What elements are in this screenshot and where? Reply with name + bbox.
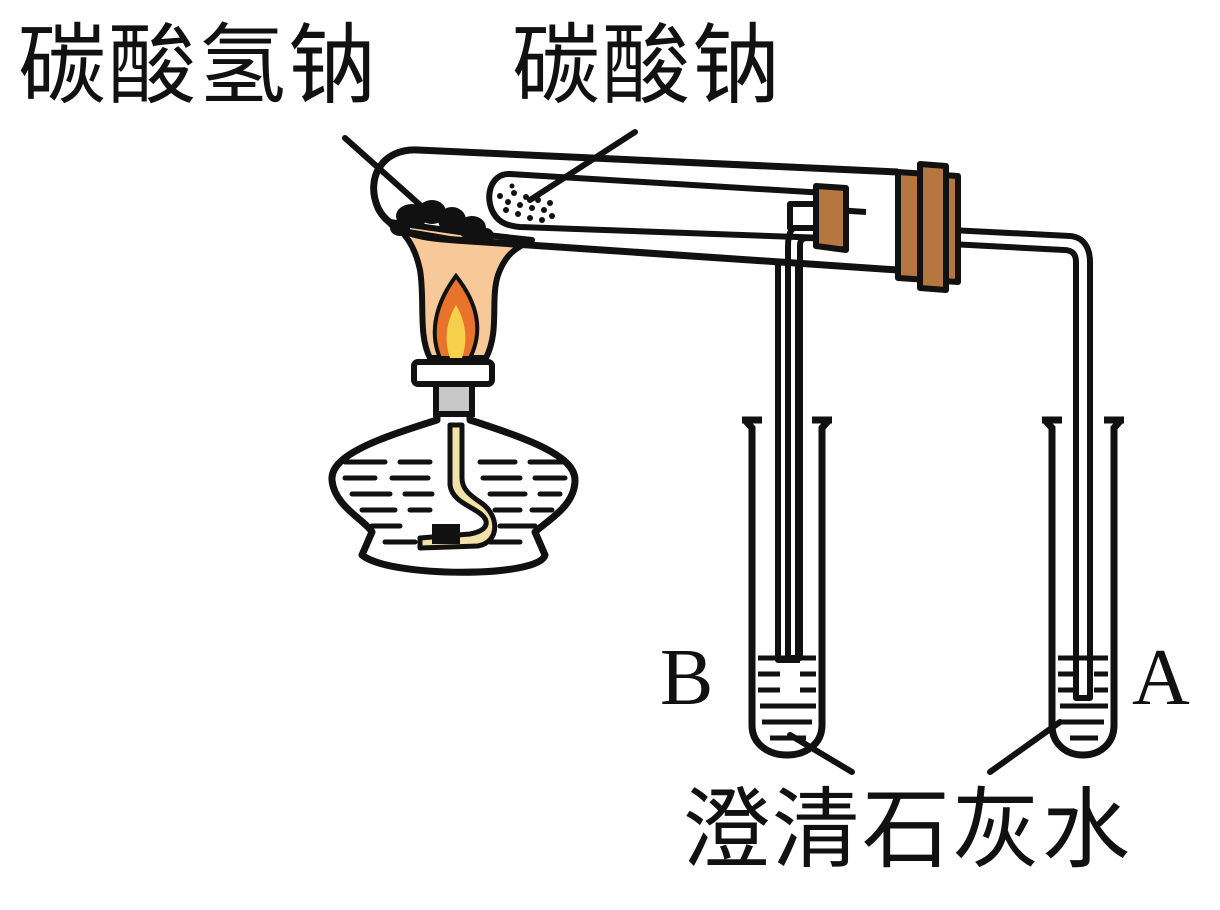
leader-carbonate — [527, 129, 638, 203]
label-sodium-carbonate: 碳酸钠 — [512, 14, 783, 117]
alcohol-lamp — [328, 359, 579, 576]
inner-tube-stopper — [813, 183, 849, 253]
inner-test-tube — [486, 171, 827, 241]
label-sodium-bicarbonate: 碳酸氢钠 — [18, 14, 379, 117]
lamp-nozzle — [433, 381, 475, 417]
label-tube-b: B — [660, 634, 714, 722]
lamp-wick-base — [432, 524, 460, 544]
leader-bicarbonate — [342, 135, 423, 208]
outer-tube-stopper-rim — [917, 161, 949, 293]
inner-tube-wall — [486, 171, 827, 241]
delivery-tube-a — [949, 227, 1093, 701]
flame — [387, 219, 535, 361]
lamp-cap-ring — [411, 359, 495, 387]
leader-limewater-b — [787, 732, 855, 775]
lamp-fuel-lines — [342, 459, 568, 545]
tube-b-wall — [742, 417, 832, 759]
leader-lines — [342, 129, 1063, 775]
tube-b-limewater — [758, 655, 816, 741]
receiving-tube-a — [1042, 416, 1124, 759]
flame-core — [446, 305, 466, 358]
lamp-wick — [417, 422, 498, 551]
label-tube-a: A — [1132, 634, 1190, 722]
leader-limewater-a — [987, 719, 1063, 775]
outer-test-tube — [370, 146, 899, 274]
label-limewater: 澄清石灰水 — [682, 778, 1133, 881]
stoppers — [787, 161, 961, 293]
inner-tube-stopper-plug — [787, 201, 819, 231]
sodium-bicarbonate-solid — [388, 200, 500, 244]
tube-a-limewater — [1058, 655, 1108, 741]
